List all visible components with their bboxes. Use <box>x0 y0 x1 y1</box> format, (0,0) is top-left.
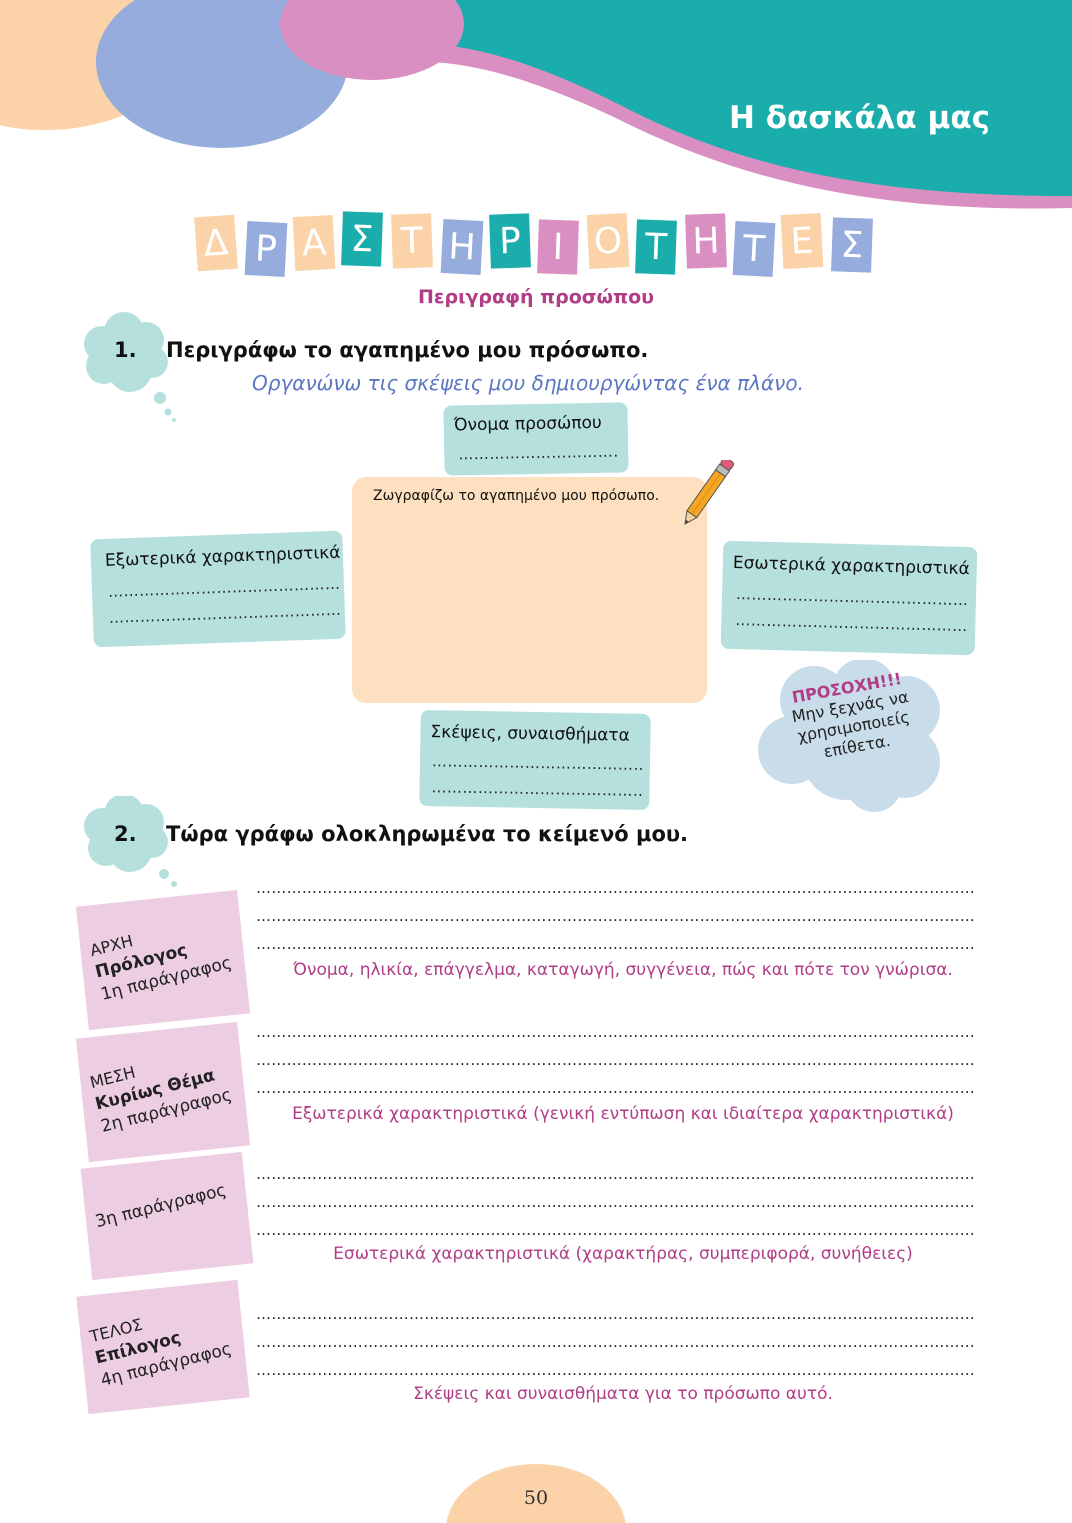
task1-hint: Οργανώνω τις σκέψεις μου δημιουργώντας έ… <box>252 371 804 395</box>
banner-letter: Α <box>292 214 336 272</box>
dotted-line: …………………………………………………………………………………………………………… <box>256 1305 976 1323</box>
banner-letter: Ι <box>537 219 579 275</box>
banner-letter: Σ <box>341 211 383 267</box>
task2-heading: 2. Τώρα γράφω ολοκληρωμένα το κείμενό μου… <box>114 822 688 846</box>
drawing-area[interactable] <box>352 477 707 703</box>
banner-letter: Σ <box>831 217 873 273</box>
activities-banner: Δ Ρ Α Σ Τ Η Ρ Ι Ο Τ Η Τ Ε Σ <box>194 210 878 278</box>
attention-cloud: ΠΡΟΣΟΧΗ!!! Μην ξεχνάς να χρησιμοποιείς ε… <box>754 660 950 816</box>
banner-letter: Ρ <box>489 213 531 269</box>
inner-traits-dots: ……………………………………………… <box>735 585 971 611</box>
banner-letter: Η <box>685 213 727 269</box>
writing-lines[interactable]: …………………………………………………………………………………………………………… <box>256 1300 990 1384</box>
outer-traits-dots: ……………………………………………… <box>108 599 342 627</box>
section-tag-outro: ΤΕΛΟΣ Επίλογος 4η παράγραφος <box>76 1279 250 1415</box>
section-paragraph: 3η παράγραφος <box>93 1180 229 1233</box>
drawing-label: Ζωγραφίζω το αγαπημένο μου πρόσωπο. <box>373 488 660 504</box>
name-card: Όνομα προσώπου …………………………… <box>443 402 629 476</box>
header-decoration <box>0 0 1072 209</box>
teal-wave <box>360 0 1072 196</box>
section-tag-intro: ΑΡΧΗ Πρόλογος 1η παράγραφος <box>75 889 251 1031</box>
dotted-line: …………………………………………………………………………………………………………… <box>256 1193 976 1211</box>
dotted-line: …………………………………………………………………………………………………………… <box>256 1051 976 1069</box>
banner-letter: Ε <box>780 212 824 270</box>
banner-letter: Η <box>440 218 484 276</box>
task1-number: 1. <box>114 338 137 362</box>
banner-letter: Τ <box>732 220 776 278</box>
page-number-blob <box>446 1464 626 1523</box>
inner-traits-dots: ……………………………………………… <box>735 611 970 637</box>
pink-blob <box>280 0 464 80</box>
banner-letter: Ο <box>586 212 630 270</box>
thought-bubble-icon <box>84 312 176 422</box>
section-prompt: Εσωτερικά χαρακτηριστικά (χαρακτήρας, συ… <box>333 1244 913 1264</box>
writing-lines[interactable]: …………………………………………………………………………………………………………… <box>256 1160 990 1244</box>
dotted-line: …………………………………………………………………………………………………………… <box>256 1023 976 1041</box>
page-number: 50 <box>523 1487 549 1509</box>
writing-lines[interactable]: …………………………………………………………………………………………………………… <box>256 1018 990 1102</box>
task1-title: Περιγράφω το αγαπημένο μου πρόσωπο. <box>166 338 649 362</box>
cloud-icon <box>758 660 940 812</box>
banner-letter: Ρ <box>244 220 288 278</box>
task2-number: 2. <box>114 822 137 846</box>
dotted-line: …………………………………………………………………………………………………………… <box>256 879 976 897</box>
thought-bubble-icon <box>84 796 177 887</box>
thoughts-label: Σκέψεις, συναισθήματα <box>430 722 630 746</box>
dotted-line: …………………………………………………………………………………………………………… <box>256 907 976 925</box>
section-tag-main: ΜΕΣΗ Κυρίως Θέμα 2η παράγραφος <box>75 1021 251 1163</box>
dotted-line: …………………………………………………………………………………………………………… <box>256 1333 976 1351</box>
dotted-line: …………………………………………………………………………………………………………… <box>256 1361 976 1379</box>
thoughts-dots: ……………………………………… <box>431 778 644 801</box>
section-prompt: Εξωτερικά χαρακτηριστικά (γενική εντύπωσ… <box>292 1104 954 1124</box>
outer-traits-card: Εξωτερικά χαρακτηριστικά ………………………………………… <box>90 530 346 648</box>
banner-letter: Δ <box>194 214 238 272</box>
task2-title: Τώρα γράφω ολοκληρωμένα το κείμενό μου. <box>166 822 689 846</box>
dotted-line: …………………………………………………………………………………………………………… <box>256 935 976 953</box>
dotted-line: …………………………………………………………………………………………………………… <box>256 1079 976 1097</box>
inner-traits-card: Εσωτερικά χαρακτηριστικά ………………………………………… <box>720 540 978 656</box>
dotted-line: …………………………………………………………………………………………………………… <box>256 1221 976 1239</box>
thoughts-dots: ……………………………………… <box>431 752 645 775</box>
section-prompt: Σκέψεις και συναισθήματα για το πρόσωπο … <box>413 1384 833 1404</box>
banner-letter: Τ <box>635 219 677 275</box>
subtitle: Περιγραφή προσώπου <box>418 286 654 308</box>
pencil-icon <box>684 460 734 525</box>
dotted-line: …………………………………………………………………………………………………………… <box>256 1165 976 1183</box>
inner-traits-label: Εσωτερικά χαρακτηριστικά <box>732 552 970 580</box>
outer-traits-label: Εξωτερικά χαρακτηριστικά <box>104 542 341 571</box>
thoughts-card: Σκέψεις, συναισθήματα ……………………………………… ……… <box>419 710 651 810</box>
section-tag-third: 3η παράγραφος <box>80 1151 254 1281</box>
name-label: Όνομα προσώπου <box>453 412 602 436</box>
writing-lines[interactable]: …………………………………………………………………………………………………………… <box>256 874 990 958</box>
section-prompt: Όνομα, ηλικία, επάγγελμα, καταγωγή, συγγ… <box>293 960 953 980</box>
task1-heading: 1. Περιγράφω το αγαπημένο μου πρόσωπο. <box>114 338 648 362</box>
name-dots: …………………………… <box>458 442 619 464</box>
banner-letter: Τ <box>391 213 433 269</box>
chapter-title: Η δασκάλα μας <box>729 100 990 136</box>
